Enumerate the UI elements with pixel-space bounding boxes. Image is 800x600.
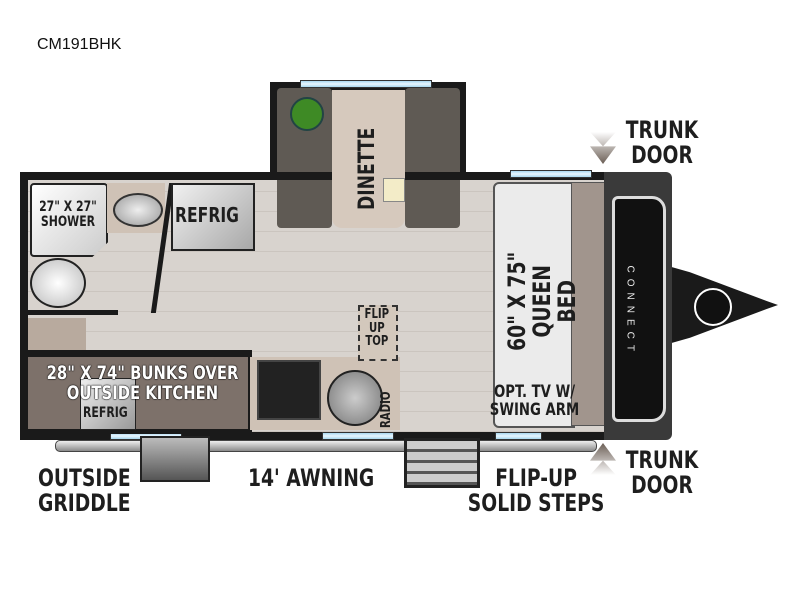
model-title: CM191BHK bbox=[37, 36, 122, 53]
steps-label: FLIP-UP SOLID STEPS bbox=[467, 464, 605, 518]
outside-refrigerator bbox=[80, 378, 136, 430]
entry-steps bbox=[404, 438, 480, 488]
refrig-label: REFRIG bbox=[175, 203, 239, 227]
storage-shelves bbox=[28, 318, 86, 351]
dinette-label: DINETTE bbox=[355, 127, 380, 210]
kitchen-sink bbox=[327, 370, 383, 426]
bunks-label: 28" X 74" BUNKS OVER OUTSIDE KITCHEN bbox=[46, 362, 239, 404]
notepad-icon bbox=[383, 178, 405, 202]
outside-refrig-label: REFRIG bbox=[83, 405, 128, 421]
trunk-door-bottom-label: TRUNK DOOR bbox=[625, 446, 699, 500]
front-cap-window bbox=[612, 196, 666, 422]
outside-griddle bbox=[140, 436, 210, 482]
bathroom-wall bbox=[28, 310, 118, 315]
radio-label: RADIO bbox=[379, 391, 394, 428]
hitch-coupler bbox=[694, 288, 732, 326]
tv-label: OPT. TV W/ SWING ARM bbox=[489, 382, 580, 420]
dinette-table bbox=[332, 90, 405, 228]
awning bbox=[55, 440, 597, 452]
outside-griddle-label: OUTSIDE GRIDDLE bbox=[38, 464, 131, 518]
dinette-seat-right-inner bbox=[405, 180, 460, 228]
plant-icon bbox=[290, 97, 324, 131]
toilet bbox=[30, 258, 86, 308]
bathroom-sink bbox=[107, 183, 165, 233]
dinette-seat-left-inner bbox=[277, 180, 332, 228]
flip-up-top-label: FLIP UP TOP bbox=[364, 307, 390, 350]
refrigerator bbox=[171, 183, 255, 251]
window bbox=[510, 170, 592, 178]
stove bbox=[257, 360, 321, 420]
window bbox=[495, 432, 542, 440]
shower-label: 27" X 27" SHOWER bbox=[39, 199, 97, 230]
trunk-door-top-label: TRUNK DOOR bbox=[625, 116, 699, 170]
queen-bed-label: 60" X 75" QUEEN BED bbox=[503, 251, 582, 351]
arrow-down-icon bbox=[590, 132, 616, 164]
awning-label: 14' AWNING bbox=[248, 464, 375, 492]
window bbox=[322, 432, 394, 440]
logo: CONNECT bbox=[624, 265, 636, 357]
bunks bbox=[28, 357, 248, 429]
window bbox=[300, 80, 432, 88]
flip-up-top bbox=[358, 305, 398, 361]
